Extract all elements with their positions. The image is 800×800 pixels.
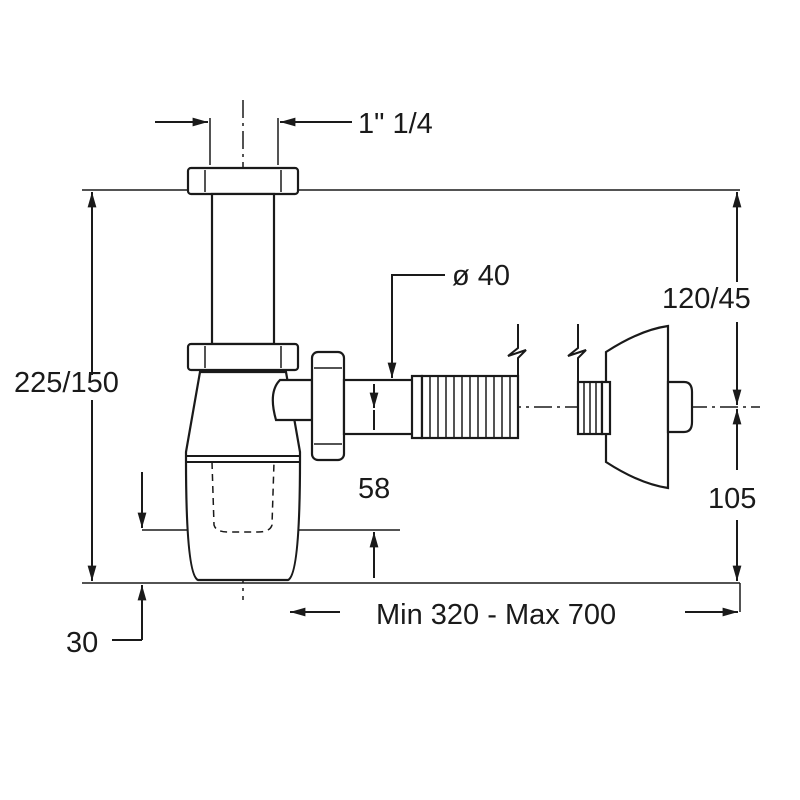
outlet-collar [410,374,424,440]
bottle-trap [184,166,694,582]
thread-lines [429,376,511,438]
bottom-offset-label: 30 [66,627,98,659]
outlet-pipe [342,378,418,436]
rosette-collar [600,380,612,436]
center-lines [242,100,760,600]
inlet-size-label: 1" 1/4 [358,108,433,140]
break-mark-left [507,324,527,376]
body-nut [186,342,300,372]
dimension-labels: 1" 1/4 ø 40 225/150 120/45 58 105 30 Min… [14,108,756,659]
length-range-label: Min 320 - Max 700 [376,599,616,631]
dimension-arrows [87,117,742,641]
upper-height-label: 120/45 [662,283,751,315]
break-mark-right [567,324,587,382]
lower-height-label: 105 [708,483,756,515]
outlet-elbow [271,378,314,422]
depth-label: 58 [358,473,390,505]
wall-rosette [604,324,670,490]
inlet-tube [210,192,276,346]
bottle-body [184,370,302,582]
diameter-label: ø 40 [452,260,510,292]
dip-tube-hidden [211,461,275,533]
diameter-leader [387,274,445,378]
wall-pipe-end [666,380,694,434]
total-height-label: 225/150 [14,367,119,399]
